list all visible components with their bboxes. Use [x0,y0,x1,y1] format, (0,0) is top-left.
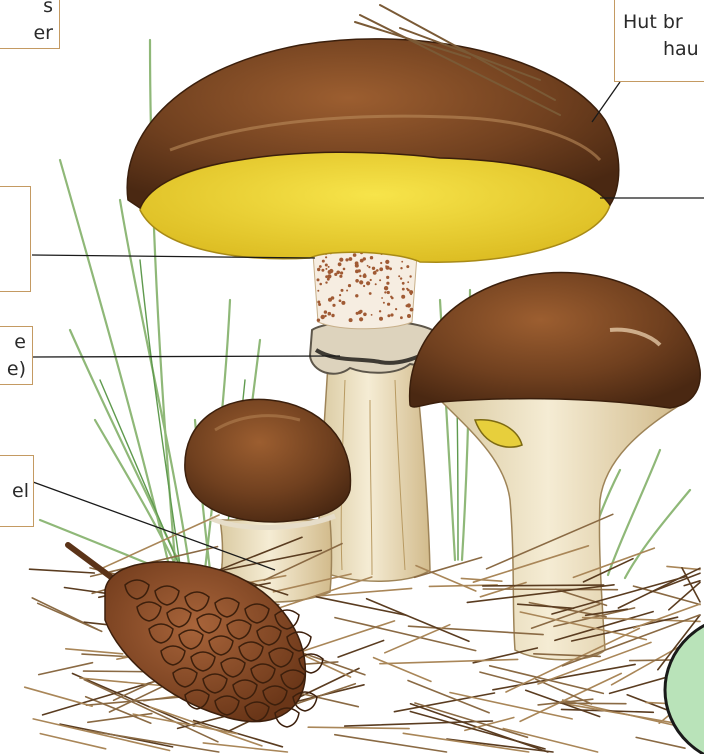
label-left-mid [0,186,31,292]
label-top-left: s er [0,0,60,49]
label-top-right: Hut br hau [614,0,704,82]
label-stalk: el [0,455,34,527]
label-ring: e e) [0,326,33,385]
